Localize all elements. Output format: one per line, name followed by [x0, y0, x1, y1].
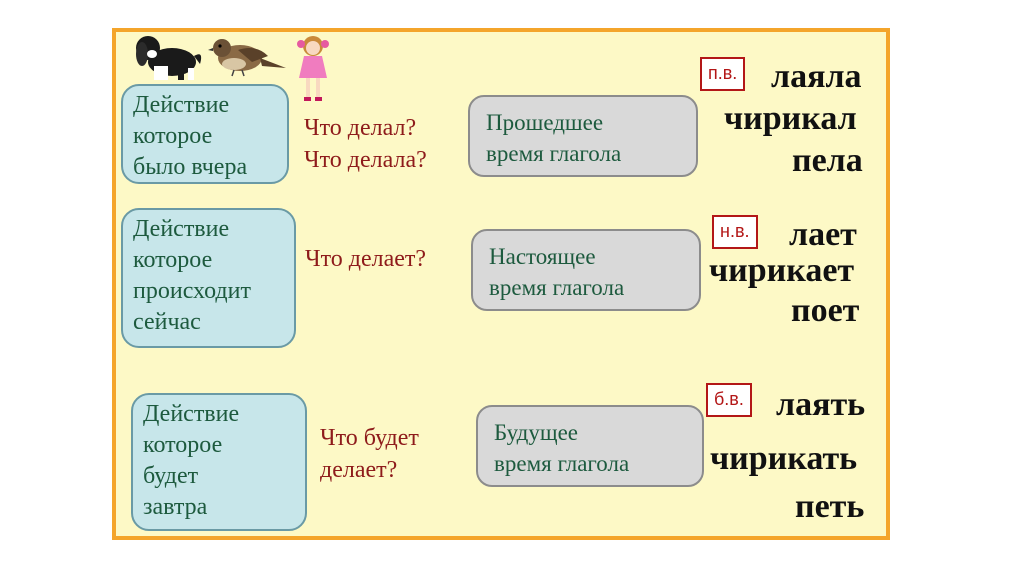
tense-box-present: Настоящее время глагола	[471, 229, 701, 311]
tense-tag-future: б.в.	[706, 383, 752, 417]
action-box-past: Действие которое было вчера	[121, 84, 289, 184]
tense-line: время глагола	[494, 448, 686, 479]
action-line: которое	[133, 121, 277, 152]
action-line: Действие	[133, 90, 277, 121]
action-line: которое	[133, 245, 284, 276]
question-future: Что будет делает?	[320, 422, 419, 486]
question-line: Что делает?	[305, 243, 426, 275]
tense-line: время глагола	[489, 272, 683, 303]
action-box-future: Действие которое будет завтра	[131, 393, 307, 531]
action-line: Действие	[133, 214, 284, 245]
question-past: Что делал? Что делала?	[304, 112, 427, 176]
girl-icon	[296, 34, 330, 106]
tense-tag-past: п.в.	[700, 57, 745, 91]
question-line: Что делал?	[304, 112, 427, 144]
action-line: завтра	[143, 492, 295, 523]
tense-line: Настоящее	[489, 241, 683, 272]
question-line: делает?	[320, 454, 419, 486]
action-line: которое	[143, 430, 295, 461]
verb: петь	[795, 488, 864, 526]
sparrow-icon	[208, 34, 288, 78]
action-box-present: Действие которое происходит сейчас	[121, 208, 296, 348]
tense-tag-present: н.в.	[712, 215, 758, 249]
tense-box-future: Будущее время глагола	[476, 405, 704, 487]
action-line: было вчера	[133, 152, 277, 183]
tense-line: время глагола	[486, 138, 680, 169]
dog-icon	[134, 30, 204, 82]
action-line: сейчас	[133, 307, 284, 338]
verb: поет	[791, 292, 859, 330]
tense-box-past: Прошедшее время глагола	[468, 95, 698, 177]
verb: чирикал	[724, 100, 857, 138]
verb: чирикать	[710, 440, 857, 478]
question-present: Что делает?	[305, 243, 426, 275]
verb: лаяла	[771, 58, 862, 96]
question-line: Что будет	[320, 422, 419, 454]
action-line: происходит	[133, 276, 284, 307]
tense-line: Прошедшее	[486, 107, 680, 138]
action-line: будет	[143, 461, 295, 492]
verb: чирикает	[709, 252, 854, 290]
verb: лаять	[776, 386, 865, 424]
action-line: Действие	[143, 399, 295, 430]
question-line: Что делала?	[304, 144, 427, 176]
verb: лает	[789, 216, 857, 254]
tense-line: Будущее	[494, 417, 686, 448]
verb: пела	[792, 142, 863, 180]
